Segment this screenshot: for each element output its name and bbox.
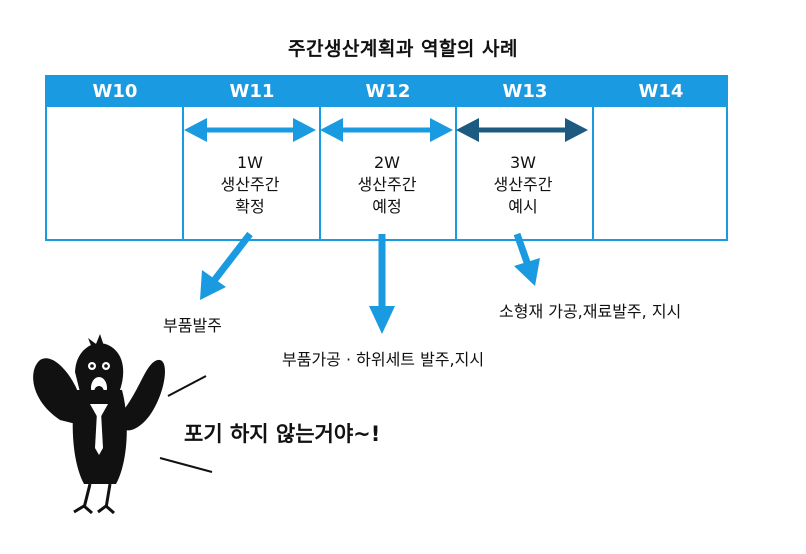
cell-w11: 1W 생산주간 확정 (182, 152, 318, 218)
week-header-row: W10 W11 W12 W13 W14 (47, 77, 726, 107)
cell-period: 1W (237, 153, 263, 172)
cell-w13: 3W 생산주간 예시 (455, 152, 591, 218)
note-w13: 소형재 가공,재료발주, 지시 (499, 302, 682, 321)
cell-line2: 확정 (235, 197, 265, 216)
note-w11: 부품발주 (163, 316, 222, 335)
double-arrow-w13 (456, 118, 588, 142)
double-arrow-w11 (184, 118, 316, 142)
cell-line2: 예정 (372, 197, 402, 216)
week-header-w12: W12 (365, 81, 411, 102)
column-divider (455, 77, 457, 239)
double-arrow-w12 (320, 118, 453, 142)
cell-line1: 생산주간 (493, 175, 553, 194)
week-header-w14: W14 (638, 81, 684, 102)
diagram-title: 주간생산계획과 역할의 사례 (288, 38, 518, 60)
speech-line-lower (159, 457, 213, 473)
week-header-w13: W13 (502, 81, 548, 102)
column-divider (182, 77, 184, 239)
down-arrow-w13 (513, 232, 540, 286)
week-header-w10: W10 (92, 81, 138, 102)
column-divider (592, 77, 594, 239)
cell-period: 3W (510, 153, 536, 172)
down-arrow-w11 (200, 231, 253, 300)
cell-period: 2W (374, 153, 400, 172)
weekly-plan-table: W10 W11 W12 W13 W14 (45, 75, 728, 241)
down-arrow-w12 (369, 234, 395, 334)
column-divider (319, 77, 321, 239)
cell-line2: 예시 (508, 197, 538, 216)
note-w12: 부품가공 · 하위세트 발주,지시 (282, 350, 485, 369)
speech-line-upper (167, 375, 207, 397)
cell-line1: 생산주간 (357, 175, 417, 194)
cell-line1: 생산주간 (220, 175, 280, 194)
slogan-text: 포기 하지 않는거야~! (184, 422, 381, 446)
cell-w12: 2W 생산주간 예정 (319, 152, 455, 218)
crow-mascot-icon (33, 334, 165, 515)
week-header-w11: W11 (229, 81, 275, 102)
